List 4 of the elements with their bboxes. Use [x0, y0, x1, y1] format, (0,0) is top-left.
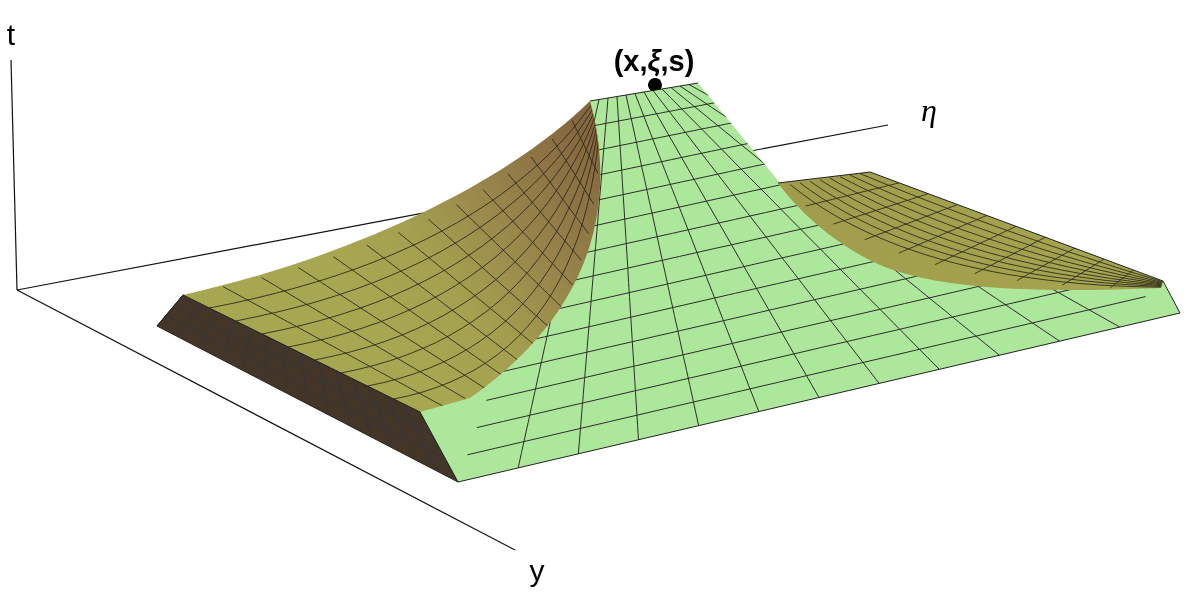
axis-label: y	[529, 556, 545, 586]
point-label: (x,ξ,s)	[613, 46, 695, 76]
axis-label: η	[921, 94, 937, 126]
axis-label: t	[6, 20, 16, 50]
